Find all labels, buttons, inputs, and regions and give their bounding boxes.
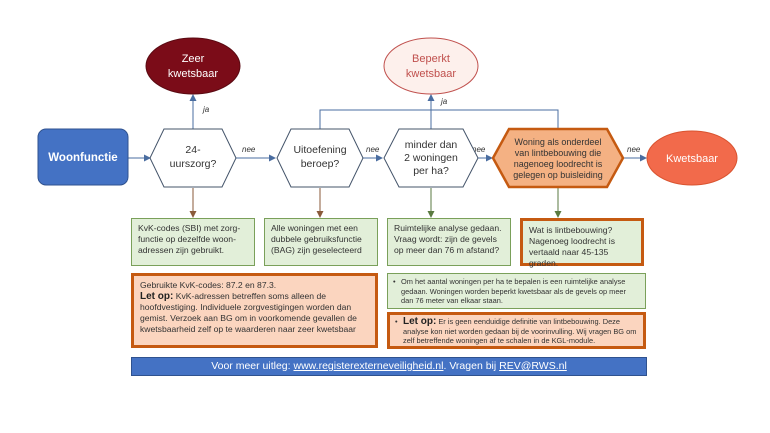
node-zeer-kwetsbaar-line1: Zeer (182, 53, 205, 65)
note-kvk-codes-let-op: Gebruikte KvK-codes: 87.2 en 87.3. Let o… (131, 273, 378, 348)
edge-label-ja-1: ja (202, 105, 210, 114)
node-beperkt-line1: Beperkt (412, 53, 450, 65)
bullet-icon: • (393, 277, 396, 286)
let-op-label-1: Let op: (140, 291, 174, 302)
edge-label-nee-4: nee (627, 145, 641, 154)
node-woonfunctie-label: Woonfunctie (48, 152, 117, 164)
note-woningen-per-ha-text: Om het aantal woningen per ha te bepalen… (401, 277, 627, 305)
footer-website-link[interactable]: www.registerexterneveiligheid.nl (293, 360, 444, 372)
footer-prefix: Voor meer uitleg: (211, 360, 294, 372)
node-beperkt-line2: kwetsbaar (406, 68, 456, 80)
note-woningen-per-ha: • Om het aantal woningen per ha te bepale… (387, 273, 646, 309)
decision-uitoefening-beroep (276, 128, 364, 188)
decision-lintbebouwing (491, 127, 625, 189)
note-lintbebouwing-text: Wat is lintbebouwing? Nagenoeg loodrecht… (529, 225, 615, 268)
node-zeer-kwetsbaar (145, 37, 241, 95)
note-ruimtelijke-analyse: Ruimtelijke analyse gedaan. Vraag wordt:… (387, 218, 511, 266)
let-op-text-1: KvK-adressen betreffen soms alleen de ho… (140, 291, 357, 334)
footer-info-bar: Voor meer uitleg: www.registerexternevei… (131, 357, 647, 376)
footer-middle: . Vragen bij (443, 360, 500, 372)
let-op-label-2: Let op: (403, 316, 437, 327)
note-dubbele-text: Alle woningen met een dubbele gebruiksfu… (271, 223, 362, 255)
node-kwetsbaar (646, 130, 738, 186)
bullet-icon: • (395, 317, 398, 326)
decision-minder-dan-2-woningen (383, 128, 479, 188)
decision-beroep-line2: beroep? (301, 158, 340, 170)
decision-lint-line3: nagenoeg loodrecht is (514, 159, 603, 169)
note-kvk-zorgfunctie-text: KvK-codes (SBI) met zorg-functie op deze… (138, 223, 241, 255)
note-lintbebouwing: Wat is lintbebouwing? Nagenoeg loodrecht… (520, 218, 644, 268)
edge-label-ja-2: ja (440, 97, 448, 106)
edge-q2-q4-join (319, 109, 559, 129)
decision-24-line2: uurszorg? (170, 158, 217, 170)
decision-24-line1: 24- (185, 144, 201, 156)
edge-label-nee-3: nee (472, 145, 486, 154)
note-dubbele-gebruiksfunctie: Alle woningen met een dubbele gebruiksfu… (264, 218, 378, 266)
note-let-op-lintbebouwing: • Let op: Er is geen eenduidige definitie… (387, 312, 646, 349)
let-op-text-2: Er is geen eenduidige definitie van lint… (403, 317, 637, 345)
decision-lint-line4: gelegen op buisleiding (513, 170, 603, 180)
decision-woningen-line3: per ha? (413, 165, 449, 177)
decision-beroep-line1: Uitoefening (293, 144, 346, 156)
edge-label-nee-2: nee (366, 145, 380, 154)
decision-woningen-line1: minder dan (405, 139, 458, 151)
node-zeer-kwetsbaar-line2: kwetsbaar (168, 68, 218, 80)
note-kvk-zorgfunctie: KvK-codes (SBI) met zorg-functie op deze… (131, 218, 255, 266)
decision-lint-line2: van lintbebouwing die (515, 148, 602, 158)
node-woonfunctie (37, 128, 129, 186)
node-kwetsbaar-label: Kwetsbaar (666, 153, 718, 165)
decision-24-uurszorg (149, 128, 237, 188)
edge-label-nee-1: nee (242, 145, 256, 154)
node-beperkt-kwetsbaar (383, 37, 479, 95)
note-connectors (189, 188, 562, 218)
decision-lint-line1: Woning als onderdeel (515, 137, 602, 147)
decision-woningen-line2: 2 woningen (404, 152, 458, 164)
note-kvk-codes: Gebruikte KvK-codes: 87.2 en 87.3. (140, 280, 277, 290)
note-ruimtelijke-text: Ruimtelijke analyse gedaan. Vraag wordt:… (394, 223, 502, 255)
footer-email-link[interactable]: REV@RWS.nl (499, 360, 567, 372)
